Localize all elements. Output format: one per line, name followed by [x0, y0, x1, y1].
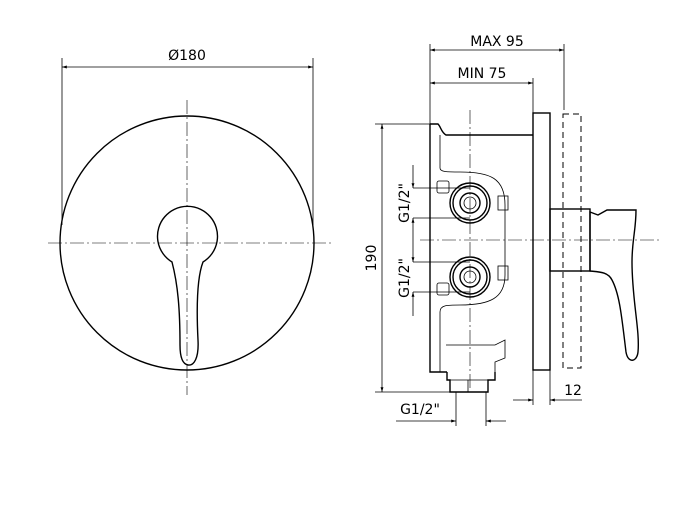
lever-handle-front: [156, 205, 219, 366]
cover-plate-side: [532, 112, 551, 371]
outlet-fitting: [446, 372, 496, 393]
plate-thickness-label: 12: [564, 383, 582, 399]
min-label: MIN 75: [458, 66, 507, 82]
diameter-label: Ø180: [168, 48, 206, 64]
inlet-bottom-label: G1/2": [397, 258, 413, 298]
side-view: MAX 95 MIN 75 190: [364, 34, 660, 426]
outlet-label: G1/2": [400, 402, 440, 418]
valve-body-inner: [439, 135, 506, 372]
height-label: 190: [364, 245, 380, 272]
max-label: MAX 95: [470, 34, 524, 50]
inlet-top-label: G1/2": [397, 183, 413, 223]
cover-plate-max-position: [562, 113, 582, 369]
valve-body-outline: [429, 123, 533, 373]
front-view: Ø180: [48, 48, 332, 395]
lever-handle-side: [589, 209, 640, 361]
